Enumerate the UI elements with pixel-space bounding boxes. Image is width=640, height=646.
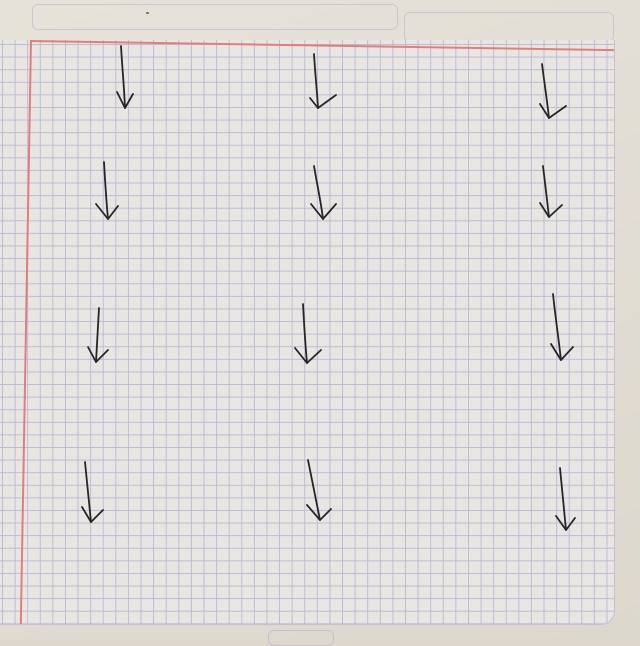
down-arrow-icon (95, 161, 119, 220)
down-arrow-icon (555, 467, 576, 531)
header-field-left (32, 4, 398, 30)
down-arrow-icon (550, 293, 574, 361)
down-arrow-icon (116, 45, 134, 109)
down-arrow-icon (539, 165, 563, 218)
down-arrow-icon (539, 63, 567, 119)
graph-paper-grid (0, 40, 615, 625)
down-arrow-icon (309, 53, 337, 109)
down-arrow-icon (81, 461, 104, 523)
ink-dot (146, 12, 149, 14)
down-arrow-icon (294, 303, 322, 364)
down-arrow-icon (306, 459, 332, 521)
down-arrow-icon (87, 307, 109, 363)
down-arrow-icon (310, 165, 337, 220)
